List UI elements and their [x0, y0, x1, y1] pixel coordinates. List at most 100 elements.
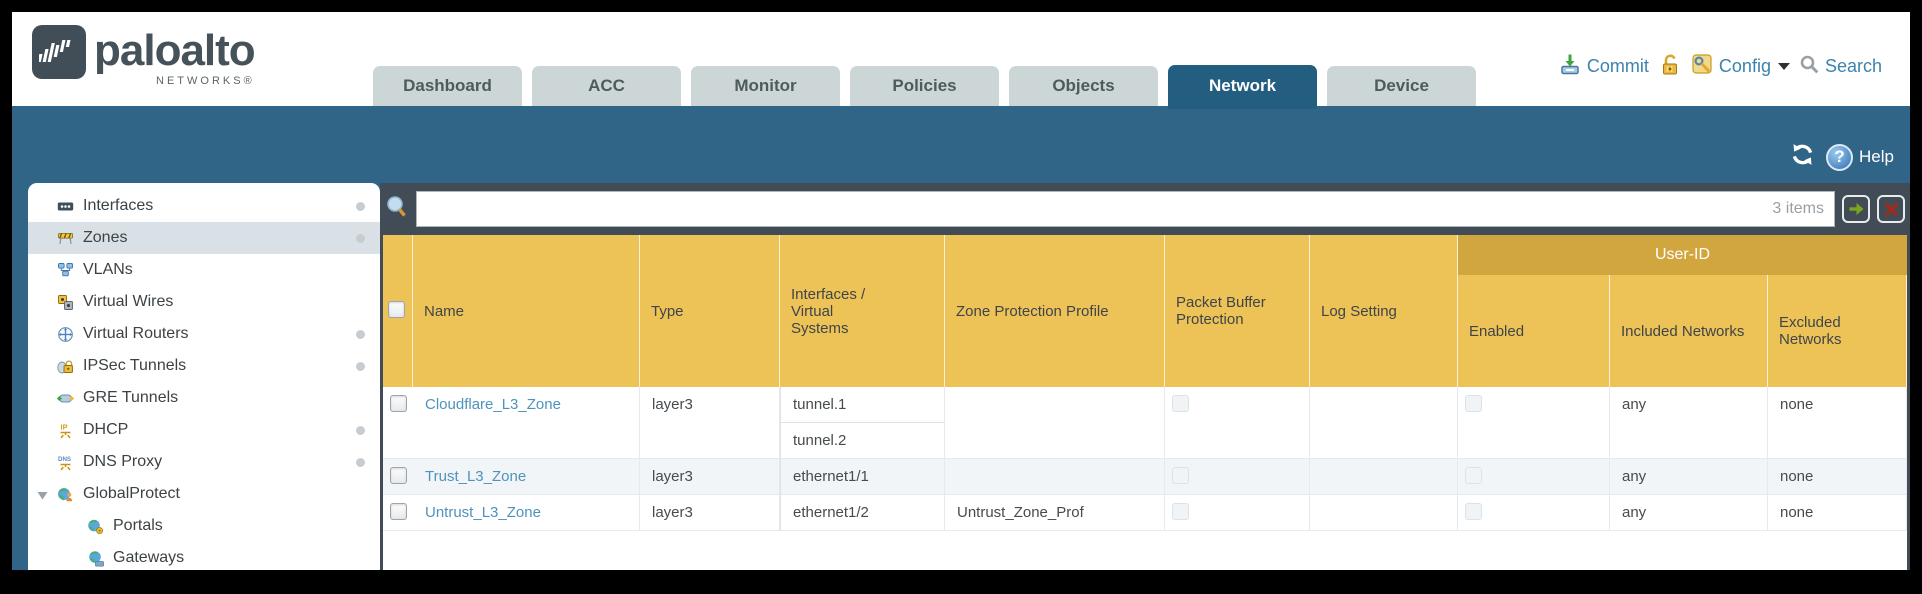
chevron-down-icon [1777, 63, 1790, 70]
expand-caret-icon[interactable] [36, 488, 49, 506]
status-dot [356, 329, 365, 339]
sidebar-item-virtual-wires[interactable]: Virtual Wires [28, 286, 380, 318]
tab-dashboard[interactable]: Dashboard [373, 66, 522, 106]
config-icon [1690, 52, 1714, 81]
column-header[interactable]: Excluded Networks [1768, 275, 1907, 387]
sidebar-item-label: Virtual Routers [83, 325, 189, 342]
sidebar-item-label: DNS Proxy [83, 453, 163, 470]
gateways-icon [87, 550, 104, 567]
column-header[interactable]: Included Networks [1610, 275, 1768, 387]
dns-proxy-icon: DNS [57, 454, 74, 471]
zone-type: layer3 [652, 504, 693, 521]
zone-protection-profile [945, 459, 1164, 475]
tab-policies[interactable]: Policies [850, 66, 999, 106]
included-networks: any [1622, 468, 1647, 485]
sidebar-item-label: DHCP [83, 421, 129, 438]
user-id-enabled-checkbox[interactable] [1465, 395, 1482, 412]
packet-buffer-protection-checkbox[interactable] [1172, 395, 1189, 412]
sidebar-item-dns-proxy[interactable]: DNS DNS Proxy [28, 446, 380, 478]
help-label[interactable]: Help [1859, 147, 1894, 166]
virtual-routers-icon [57, 326, 74, 343]
status-dot [356, 361, 365, 371]
portals-icon [87, 518, 104, 535]
help-icon[interactable]: ? [1826, 143, 1854, 171]
tab-monitor[interactable]: Monitor [691, 66, 840, 106]
virtual-wires-icon [57, 294, 74, 311]
filter-input[interactable] [427, 200, 1773, 218]
clear-filter-button[interactable] [1877, 195, 1905, 223]
commit-button[interactable]: Commit [1558, 52, 1649, 81]
sidebar-item-label: GRE Tunnels [83, 389, 179, 406]
zones-icon [57, 230, 74, 247]
column-header[interactable]: Packet Buffer Protection [1165, 235, 1310, 387]
status-dot [356, 425, 365, 435]
svg-text:DNS: DNS [58, 455, 71, 462]
column-header[interactable]: Zone Protection Profile [945, 235, 1165, 387]
interface-name: ethernet1/1 [793, 468, 869, 485]
select-all-checkbox-cell [383, 235, 413, 387]
column-header[interactable]: Enabled [1458, 275, 1610, 387]
sidebar-item-portals[interactable]: Portals [28, 510, 380, 542]
filter-search-icon [385, 195, 409, 224]
row-checkbox[interactable] [390, 395, 407, 412]
filter-field: 3 items [416, 191, 1835, 227]
commit-label: Commit [1586, 56, 1649, 76]
row-checkbox[interactable] [390, 503, 407, 520]
tab-device[interactable]: Device [1327, 66, 1476, 106]
zone-name-link[interactable]: Cloudflare_L3_Zone [425, 396, 561, 413]
sidebar-item-virtual-routers[interactable]: Virtual Routers [28, 318, 380, 350]
packet-buffer-protection-checkbox[interactable] [1172, 503, 1189, 520]
column-header[interactable]: Interfaces / Virtual Systems [780, 235, 945, 387]
column-header[interactable]: Log Setting [1310, 235, 1458, 387]
interface-name: tunnel.2 [781, 422, 944, 458]
config-menu[interactable]: Config [1690, 52, 1790, 81]
packet-buffer-protection-checkbox[interactable] [1172, 467, 1189, 484]
tab-acc[interactable]: ACC [532, 66, 681, 106]
sidebar-item-ipsec-tunnels[interactable]: IPSec Tunnels [28, 350, 380, 382]
included-networks: any [1622, 396, 1647, 413]
sidebar-item-gre-tunnels[interactable]: GRE Tunnels [28, 382, 380, 414]
included-networks: any [1622, 504, 1647, 521]
sidebar-item-label: Portals [113, 517, 163, 534]
apply-filter-button[interactable] [1842, 195, 1870, 223]
items-count: 3 items [1772, 200, 1824, 217]
search-button[interactable]: Search [1799, 54, 1882, 80]
header-band: ? Help [12, 106, 1910, 183]
column-header[interactable]: Type [640, 235, 780, 387]
sidebar-item-zones[interactable]: Zones [28, 222, 380, 254]
vlans-icon [57, 262, 74, 279]
sidebar-item-globalprotect[interactable]: GlobalProtect [28, 478, 380, 510]
gre-tunnels-icon [56, 390, 75, 407]
select-all-checkbox[interactable] [388, 300, 405, 318]
excluded-networks: none [1780, 396, 1814, 413]
config-label: Config [1718, 56, 1771, 76]
row-checkbox[interactable] [390, 467, 407, 484]
user-id-enabled-checkbox[interactable] [1465, 467, 1482, 484]
sidebar-item-dhcp[interactable]: IP DHCP [28, 414, 380, 446]
user-id-enabled-checkbox[interactable] [1465, 503, 1482, 520]
sidebar-item-label: GlobalProtect [83, 485, 180, 502]
commit-icon [1558, 52, 1582, 81]
svg-text:IP: IP [61, 422, 68, 431]
search-icon [1799, 54, 1820, 80]
main-panel: 3 items [380, 183, 1910, 570]
excluded-networks: none [1780, 504, 1814, 521]
refresh-icon[interactable] [1789, 141, 1816, 173]
sidebar-item-gateways[interactable]: Gateways [28, 542, 380, 570]
column-header[interactable]: Name [413, 235, 640, 387]
tab-objects[interactable]: Objects [1009, 66, 1158, 106]
interface-name: ethernet1/2 [793, 504, 869, 521]
tab-network[interactable]: Network [1168, 65, 1317, 109]
log-setting [1310, 495, 1457, 511]
zone-name-link[interactable]: Untrust_L3_Zone [425, 504, 541, 521]
lock-icon[interactable] [1658, 53, 1681, 81]
ipsec-tunnels-icon [57, 358, 74, 375]
sidebar-item-interfaces[interactable]: Interfaces [28, 190, 380, 222]
zone-protection-profile [945, 387, 1164, 403]
sidebar-item-vlans[interactable]: VLANs [28, 254, 380, 286]
paloalto-logo: paloalto NETWORKS® [32, 25, 256, 87]
status-dot [356, 457, 365, 467]
zone-name-link[interactable]: Trust_L3_Zone [425, 468, 527, 485]
